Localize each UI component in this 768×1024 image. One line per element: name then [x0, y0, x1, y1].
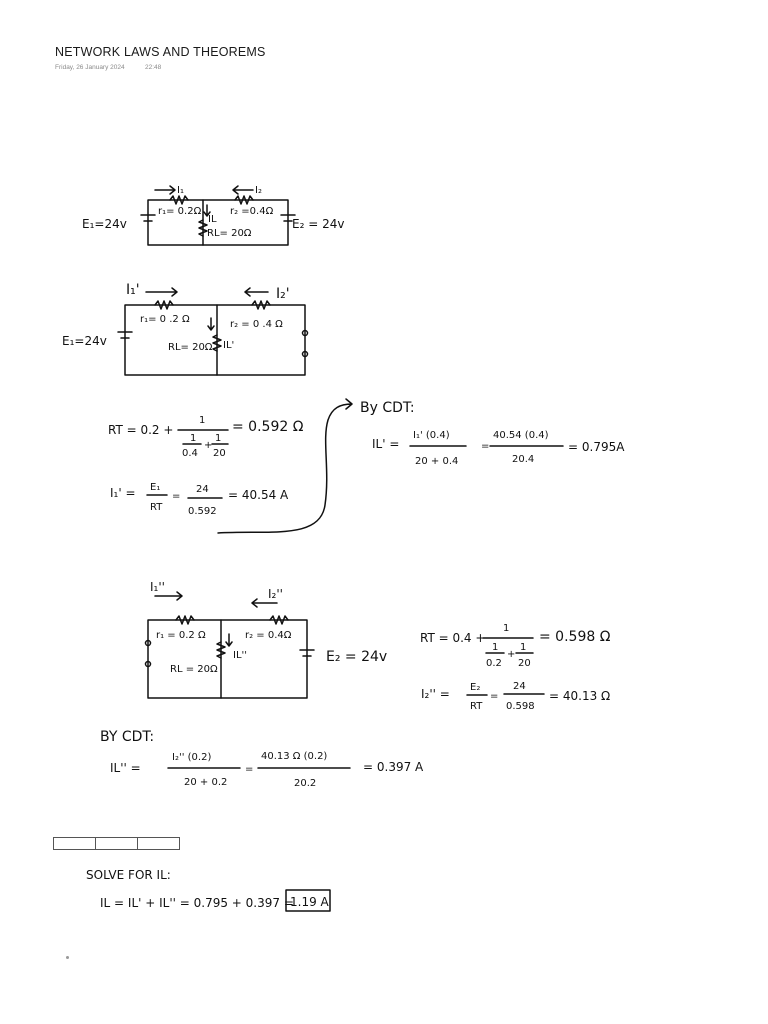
calc2-rt-plus: +	[507, 649, 515, 660]
answer-box	[285, 889, 331, 912]
cdt2-num2: 40.13 Ω (0.2)	[261, 751, 327, 762]
dot-marker	[66, 956, 69, 959]
c1-I2-label: I₂	[255, 185, 262, 196]
c1-E1-label: E₁=24v	[82, 217, 127, 231]
calc1-i1-den: RT	[150, 502, 163, 513]
cdt1-num2: 40.54 (0.4)	[493, 430, 549, 441]
calc2-rt-num: 1	[503, 623, 509, 634]
calc1-rt-d3: 1	[215, 433, 221, 444]
solve-heading: SOLVE FOR IL:	[86, 868, 171, 882]
solve-expression: IL = IL' + IL'' = 0.795 + 0.397 =	[100, 896, 294, 910]
solve-block: SOLVE FOR IL: IL = IL' + IL'' = 0.795 + …	[86, 868, 331, 912]
c2-RL-label: RL= 20Ω	[168, 342, 213, 353]
cdt2-num1: I₂'' (0.2)	[172, 752, 211, 763]
c3-I2pp-label: I₂''	[268, 587, 283, 601]
cdt1-den2: 20.4	[512, 454, 534, 465]
table-cell	[95, 837, 138, 850]
calc1-rt-plus: +	[204, 440, 212, 451]
circuit-3-schematic	[144, 591, 315, 699]
calc2-i2-eq: =	[490, 691, 498, 702]
circuit-2-schematic	[117, 287, 309, 376]
calc1-rt-rhs: = 0.592 Ω	[232, 419, 304, 435]
calc1-i1-d2: 0.592	[188, 506, 217, 517]
calc1-i1-n2: 24	[196, 484, 209, 495]
circuit-1-schematic	[140, 185, 296, 246]
calc2-i2-den: RT	[470, 701, 483, 712]
c2-I1p-label: I₁'	[126, 282, 140, 298]
calc2-rt-d1: 1	[492, 642, 498, 653]
calc2-i2-n2: 24	[513, 681, 526, 692]
calc-1-block: RT = 0.2 + 1 1 0.4 + 1 20 = 0.592 Ω I₁' …	[108, 415, 304, 517]
c1-r2-label: r₂ =0.4Ω	[230, 206, 274, 217]
c1-RL-label: RL= 20Ω	[207, 228, 252, 239]
cdt-2-block: BY CDT: IL'' = I₂'' (0.2) 20 + 0.2 = 40.…	[100, 729, 424, 789]
cdt2-heading: BY CDT:	[100, 729, 154, 745]
c3-ILpp-label: IL''	[233, 650, 247, 661]
cdt-1-block: By CDT: IL' = I₁' (0.4) 20 + 0.4 = 40.54…	[360, 400, 625, 467]
calc1-rt-num: 1	[199, 415, 205, 426]
cdt1-heading: By CDT:	[360, 400, 415, 416]
cdt2-eq: =	[245, 764, 253, 775]
cdt1-lhs: IL' =	[372, 437, 399, 451]
cdt2-den2: 20.2	[294, 778, 316, 789]
c3-E2-label: E₂ = 24v	[326, 649, 387, 665]
c1-E2-label: E₂ = 24v	[292, 217, 344, 231]
c2-E1-label: E₁=24v	[62, 334, 107, 348]
calc1-i1-num: E₁	[150, 482, 160, 493]
calc2-i2-d2: 0.598	[506, 701, 535, 712]
calc2-i2-lhs: I₂'' =	[421, 687, 450, 701]
page-date: Friday, 26 January 2024	[55, 64, 125, 71]
c2-r2-label: r₂ = 0 .4 Ω	[230, 319, 283, 330]
c1-r1-label: r₁= 0.2Ω	[158, 206, 202, 217]
calc1-i1-eq: =	[172, 491, 180, 502]
calc2-i2-num: E₂	[470, 682, 480, 693]
calc2-rt-rhs: = 0.598 Ω	[539, 629, 611, 645]
c3-RL-label: RL = 20Ω	[170, 664, 218, 675]
solve-answer: 1.19 A	[290, 895, 330, 909]
c2-ILp-label: IL'	[223, 340, 234, 351]
table-cell	[137, 837, 180, 850]
calc1-rt-d1: 1	[190, 433, 196, 444]
calc2-rt-d2: 0.2	[486, 658, 502, 669]
cdt2-rhs: = 0.397 A	[363, 760, 424, 774]
c1-IL-label: IL	[208, 214, 217, 225]
calc2-i2-rhs: = 40.13 Ω	[549, 689, 610, 703]
c3-r1-label: r₁ = 0.2 Ω	[156, 630, 206, 641]
connector-curve	[217, 398, 353, 534]
calc-2-block: RT = 0.4 + 1 1 0.2 + 1 20 = 0.598 Ω I₂''…	[420, 623, 611, 712]
calc2-rt-d4: 20	[518, 658, 531, 669]
c2-I2p-label: I₂'	[276, 286, 290, 302]
page-time: 22:48	[145, 64, 162, 71]
table-row	[53, 837, 180, 850]
calc1-i1-rhs: = 40.54 A	[228, 488, 289, 502]
cdt2-den1: 20 + 0.2	[184, 777, 227, 788]
cdt1-rhs: = 0.795A	[568, 440, 625, 454]
c3-r2-label: r₂ = 0.4Ω	[245, 630, 292, 641]
empty-grid-table	[53, 837, 180, 850]
c1-I1-label: I₁	[177, 185, 184, 196]
calc1-rt-d4: 20	[213, 448, 226, 459]
calc2-rt-lhs: RT = 0.4 +	[420, 631, 485, 645]
cdt1-eq: =	[481, 441, 489, 452]
cdt1-num1: I₁' (0.4)	[413, 430, 450, 441]
cdt1-den1: 20 + 0.4	[415, 456, 458, 467]
page-title: NETWORK LAWS AND THEOREMS	[55, 45, 266, 59]
c3-I1pp-label: I₁''	[150, 580, 165, 594]
calc1-rt-d2: 0.4	[182, 448, 198, 459]
c2-r1-label: r₁= 0 .2 Ω	[140, 314, 190, 325]
calc1-i1-lhs: I₁' =	[110, 486, 136, 500]
calc1-rt-lhs: RT = 0.2 +	[108, 423, 173, 437]
cdt2-lhs: IL'' =	[110, 761, 141, 775]
table-cell	[53, 837, 96, 850]
calc2-rt-d3: 1	[520, 642, 526, 653]
